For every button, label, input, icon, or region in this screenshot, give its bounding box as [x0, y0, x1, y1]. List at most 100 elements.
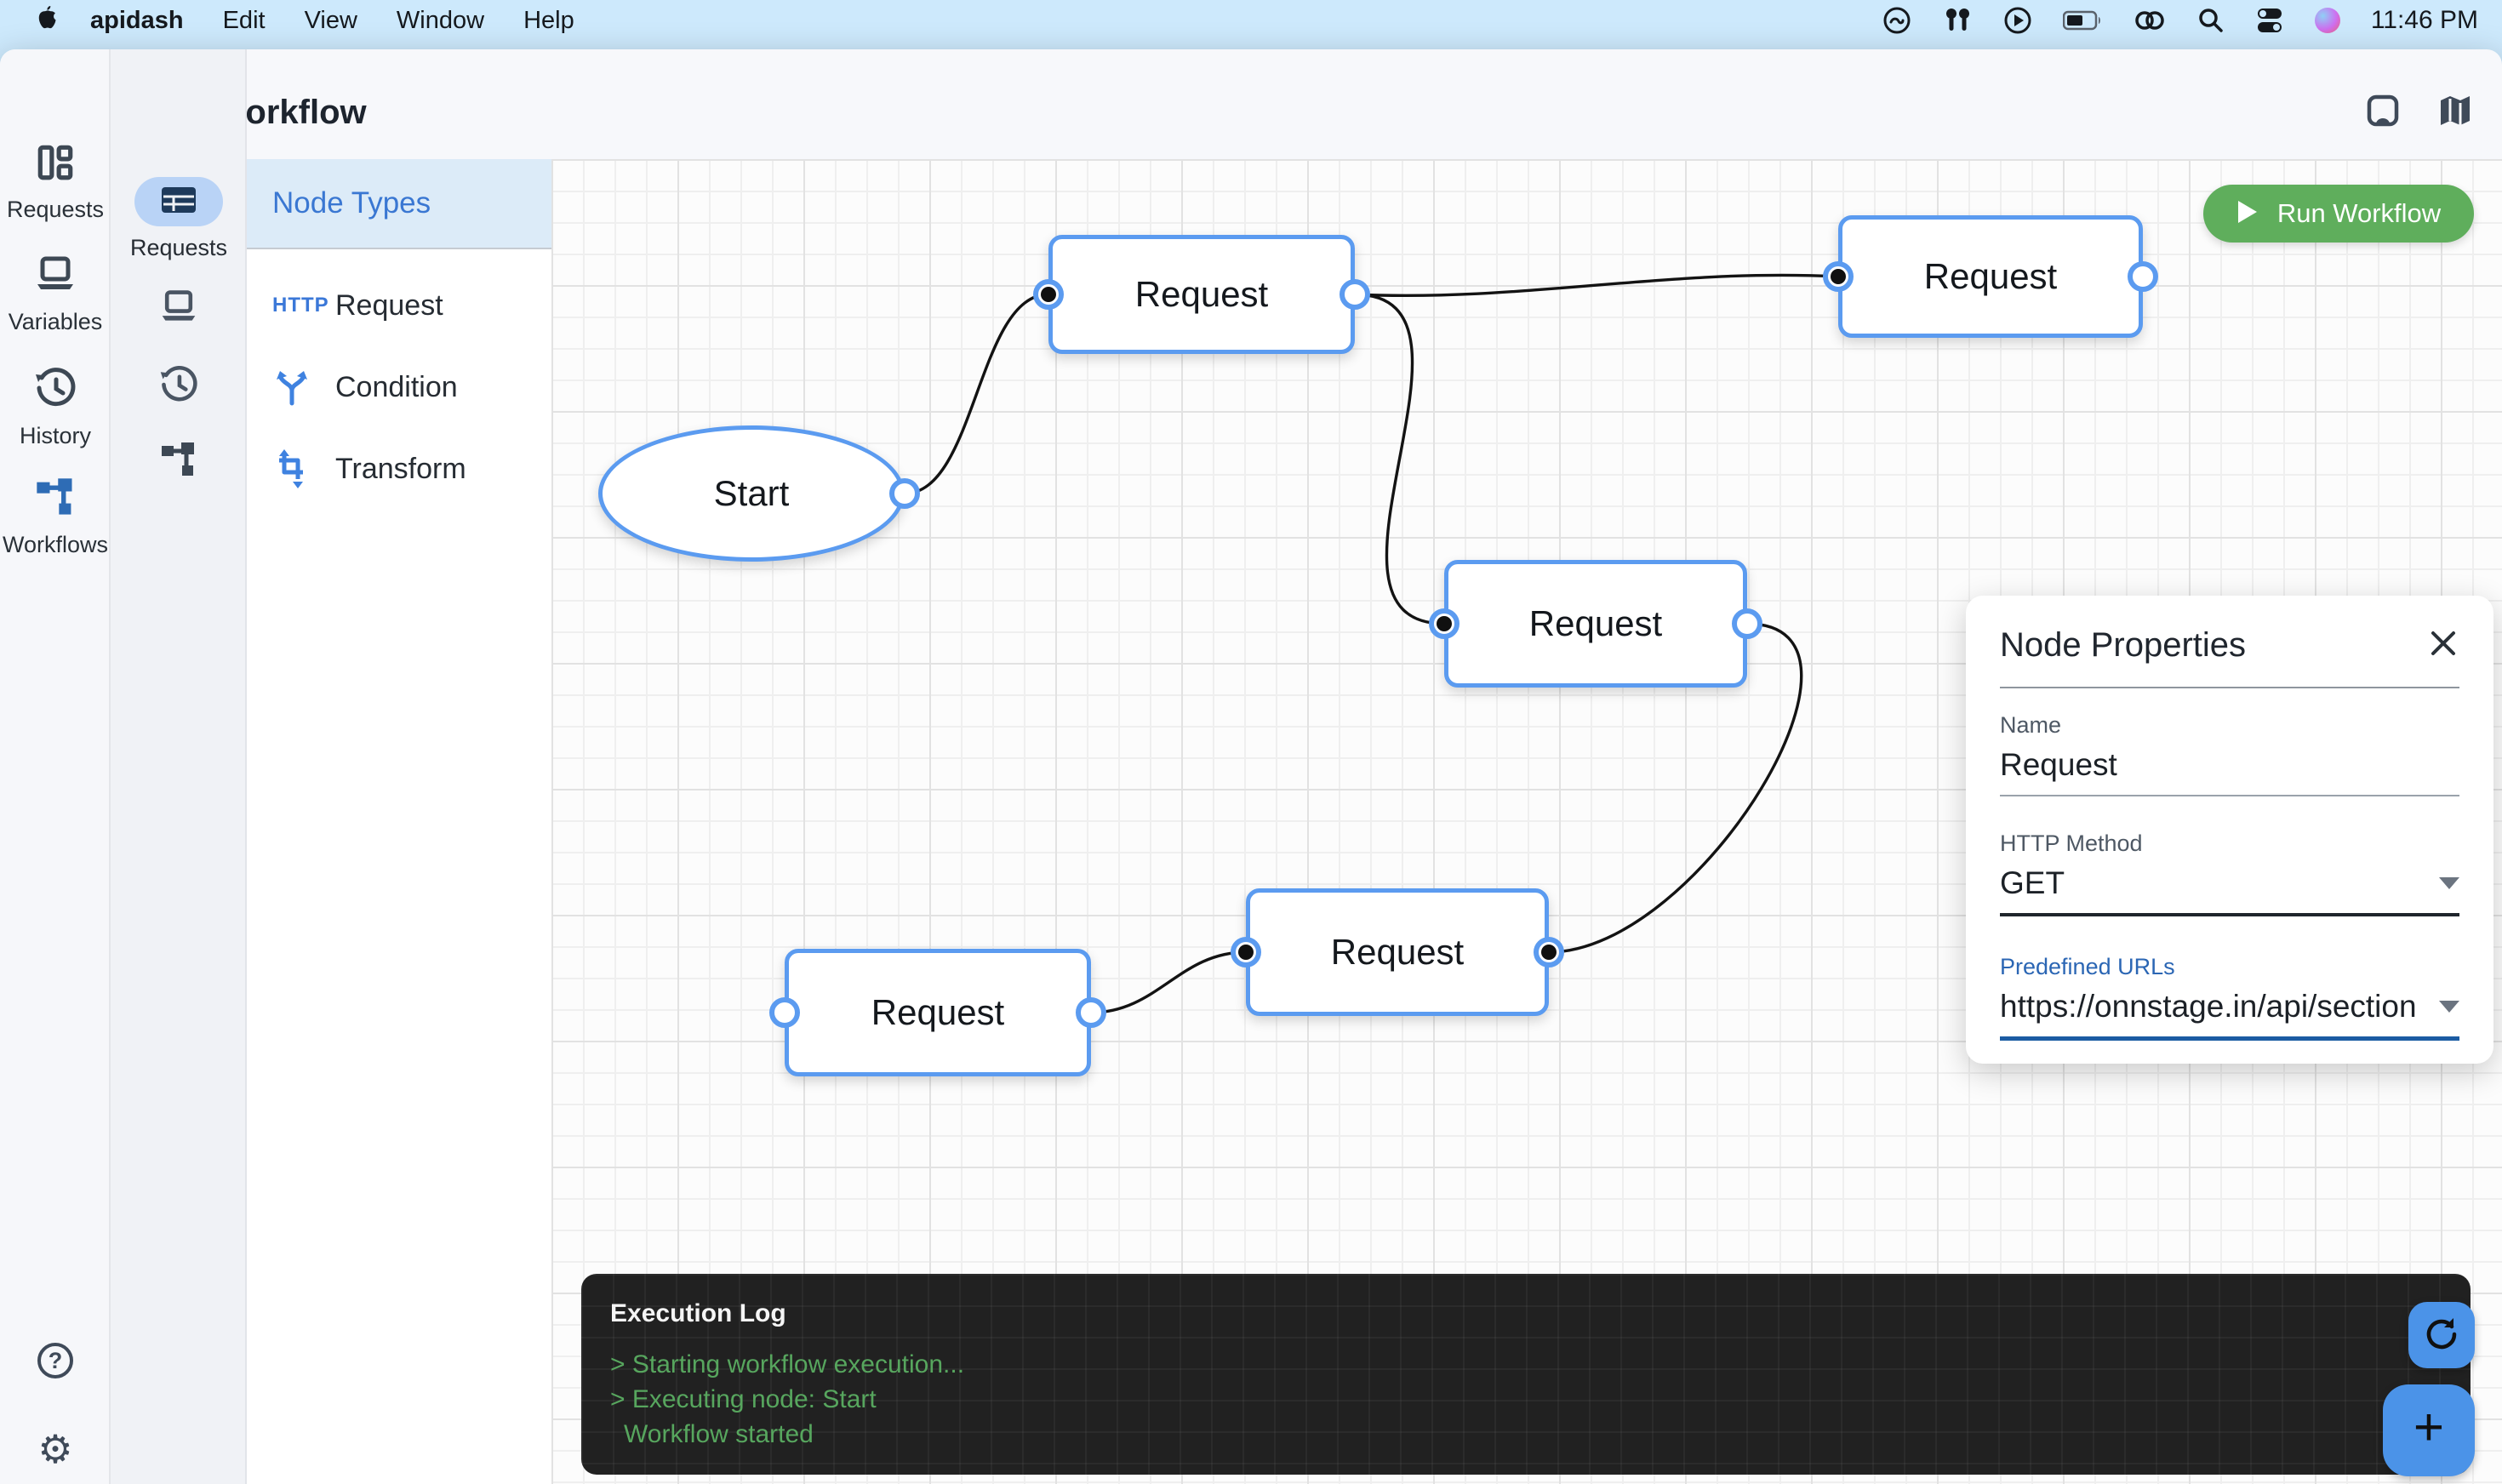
node-request-2[interactable]: Request: [1838, 215, 2143, 338]
divider: [2000, 687, 2459, 688]
node-type-condition[interactable]: Condition: [247, 346, 551, 428]
edge-start-to-request1: [904, 293, 1049, 495]
port-request4-in[interactable]: [769, 997, 800, 1028]
edge-request1-to-request2: [1354, 273, 1839, 297]
spotlight-search-icon[interactable]: [2197, 7, 2225, 34]
help-icon: ?: [37, 1343, 73, 1378]
node-type-request[interactable]: HTTP Request: [247, 265, 551, 346]
sidebar-item-requests[interactable]: Requests: [0, 141, 111, 223]
node-request-4[interactable]: Request: [785, 949, 1091, 1076]
plus-icon: +: [2413, 1398, 2445, 1457]
execution-log-title: Execution Log: [610, 1299, 786, 1327]
predefined-urls-dropdown[interactable]: https://onnstage.in/api/section: [2000, 989, 2459, 1041]
node-label: Start: [713, 473, 790, 513]
workflow-icon: [158, 439, 199, 484]
menu-help[interactable]: Help: [523, 6, 574, 34]
creative-cloud-icon[interactable]: [1882, 6, 1911, 35]
secondary-rail: Requests: [111, 49, 247, 1484]
laptop-icon: [32, 254, 78, 300]
port-request5-in[interactable]: [1231, 937, 1261, 967]
primary-sidebar: Requests Variables History Workflows ? ⚙: [0, 49, 111, 1484]
edge-request1-to-request3: [1354, 293, 1445, 625]
refresh-icon: [2423, 1315, 2460, 1356]
chevron-down-icon: [2439, 1001, 2459, 1013]
menu-app-name[interactable]: apidash: [90, 6, 184, 34]
sidebar-item-label: Variables: [8, 309, 103, 334]
menu-window[interactable]: Window: [396, 6, 485, 34]
control-center-icon[interactable]: [2255, 6, 2284, 35]
rail-item-requests-active[interactable]: [134, 177, 223, 226]
node-request-1[interactable]: Request: [1048, 235, 1355, 354]
rail-item-workflows[interactable]: [111, 439, 247, 484]
history-clock-icon: [33, 366, 77, 414]
port-request3-out[interactable]: [1732, 608, 1762, 639]
sidebar-item-label: Workflows: [2, 532, 109, 557]
history-clock-icon: [158, 364, 199, 409]
port-request2-out[interactable]: [2128, 261, 2158, 292]
port-request5-out[interactable]: [1534, 937, 1564, 967]
port-request2-in[interactable]: [1823, 261, 1854, 292]
node-start[interactable]: Start: [598, 425, 905, 562]
refresh-log-button[interactable]: [2408, 1302, 2475, 1368]
port-start-out[interactable]: [889, 478, 920, 509]
menu-view[interactable]: View: [304, 6, 357, 34]
airpods-icon[interactable]: [1942, 6, 1973, 35]
help-button[interactable]: ?: [0, 1343, 111, 1378]
node-type-label: Request: [335, 288, 443, 322]
node-request-3[interactable]: Request: [1444, 560, 1747, 688]
apple-logo-icon[interactable]: [34, 4, 60, 37]
run-workflow-label: Run Workflow: [2276, 198, 2442, 228]
execution-log-panel: Execution Log > Starting workflow execut…: [581, 1274, 2471, 1475]
menu-clock[interactable]: 11:46 PM: [2370, 6, 2478, 34]
save-icon[interactable]: [2366, 94, 2400, 132]
sidebar-item-workflows[interactable]: Workflows: [0, 475, 111, 558]
http-method-dropdown[interactable]: GET: [2000, 865, 2459, 916]
siri-icon[interactable]: [2314, 8, 2340, 33]
node-type-label: Transform: [335, 452, 466, 485]
table-icon: [159, 183, 198, 221]
battery-icon[interactable]: [2062, 10, 2102, 31]
rail-item-variables[interactable]: [111, 288, 247, 331]
http-badge-icon: HTTP: [272, 294, 329, 317]
laptop-icon: [157, 288, 200, 331]
settings-button[interactable]: ⚙: [0, 1430, 111, 1469]
rail-item-history[interactable]: [111, 364, 247, 409]
node-type-transform[interactable]: Transform: [247, 428, 551, 510]
node-types-panel: Node Types HTTP Request Condition Transf…: [247, 159, 551, 1484]
add-node-button[interactable]: +: [2383, 1384, 2475, 1476]
port-request1-out[interactable]: [1340, 279, 1370, 310]
node-types-header: Node Types: [247, 159, 551, 249]
name-field[interactable]: Request: [2000, 747, 2459, 796]
app-window: New Workflow Requests Variables History: [0, 49, 2502, 1484]
node-properties-panel: Node Properties Name Request HTTP Method…: [1966, 596, 2493, 1064]
port-request3-in[interactable]: [1429, 608, 1460, 639]
gear-icon: ⚙: [37, 1426, 73, 1472]
node-type-label: Condition: [335, 370, 458, 403]
name-field-label: Name: [2000, 712, 2062, 738]
sidebar-item-variables[interactable]: Variables: [0, 254, 111, 335]
run-workflow-button[interactable]: Run Workflow: [2203, 185, 2474, 243]
close-icon[interactable]: [2427, 627, 2459, 664]
sidebar-item-label: History: [19, 423, 91, 448]
workflow-canvas[interactable]: Start Request Request Request Request Re…: [551, 159, 2502, 1484]
menu-edit[interactable]: Edit: [222, 6, 266, 34]
crop-icon: [272, 448, 335, 489]
play-circle-icon[interactable]: [2003, 6, 2032, 35]
linked-rings-icon[interactable]: [2133, 8, 2167, 33]
log-line: > Starting workflow execution...: [610, 1350, 965, 1378]
node-request-5[interactable]: Request: [1246, 888, 1549, 1016]
http-method-value: GET: [2000, 865, 2065, 900]
name-field-value: Request: [2000, 747, 2117, 782]
node-label: Request: [1330, 932, 1465, 972]
log-line: > Executing node: Start: [610, 1385, 877, 1413]
node-types-title: Node Types: [272, 186, 431, 220]
node-label: Request: [871, 992, 1005, 1032]
chevron-down-icon: [2439, 877, 2459, 889]
sidebar-item-history[interactable]: History: [0, 366, 111, 449]
predefined-urls-value: https://onnstage.in/api/section: [2000, 989, 2417, 1024]
port-request4-out[interactable]: [1076, 997, 1106, 1028]
rail-item-label: Requests: [129, 235, 228, 260]
port-request1-in[interactable]: [1033, 279, 1064, 310]
map-icon[interactable]: [2437, 94, 2473, 132]
menu-bar: apidash Edit View Window Help 11:46 PM: [0, 0, 2502, 41]
